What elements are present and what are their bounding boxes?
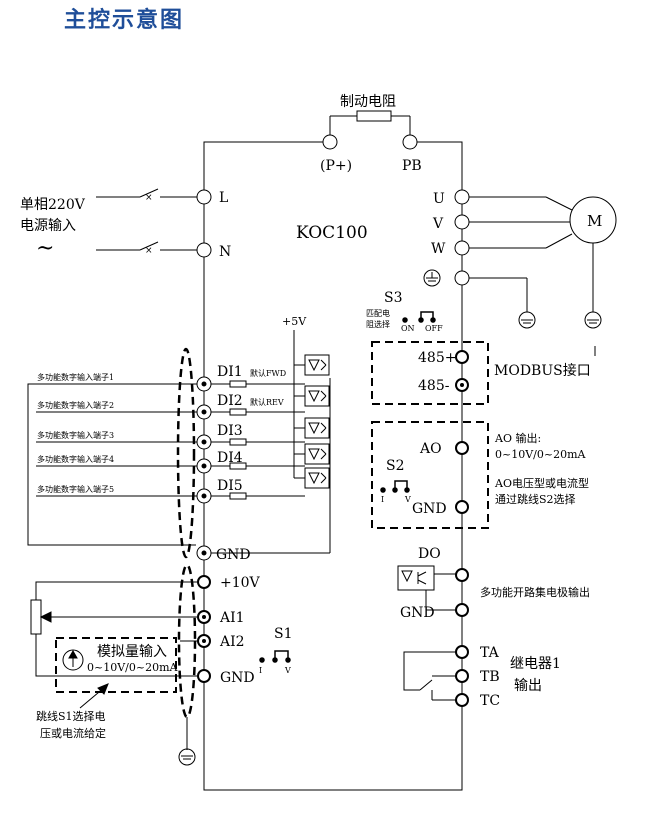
drive-enclosure bbox=[203, 141, 463, 791]
power-input-line1: 单相220V bbox=[20, 197, 86, 213]
analog-input-line1: 模拟量输入 bbox=[97, 644, 167, 660]
ao-desc-line1: AO 输出: bbox=[494, 431, 541, 445]
relay-terminals bbox=[455, 645, 469, 707]
s1-label: S1 bbox=[274, 626, 293, 642]
terminal-485-neg: 485- bbox=[418, 378, 450, 394]
terminal-do-gnd: GND bbox=[400, 605, 435, 621]
di5-source: 多功能数字输入端子5 bbox=[37, 484, 114, 494]
terminal-ao: AO bbox=[419, 441, 442, 457]
ao-desc-line3: AO电压型或电流型 bbox=[494, 476, 589, 490]
analog-wiring bbox=[30, 581, 197, 677]
di4-source: 多功能数字输入端子4 bbox=[37, 454, 114, 464]
s1-jumper bbox=[259, 650, 291, 663]
terminal-plus10v: +10V bbox=[220, 575, 261, 591]
s1-pole-i: I bbox=[259, 666, 262, 675]
terminal-tb: TB bbox=[480, 669, 500, 685]
ground-icon bbox=[423, 269, 441, 287]
s3-jumper bbox=[402, 311, 436, 323]
svg-text:×: × bbox=[145, 246, 153, 256]
ao-box bbox=[371, 421, 489, 529]
terminal-analog-gnd: GND bbox=[220, 670, 255, 686]
s3-on: ON bbox=[401, 324, 415, 333]
ac-symbol: ~ bbox=[36, 236, 54, 261]
terminal-p-plus: (P+) bbox=[320, 158, 352, 174]
analog-note-line1: 跳线S1选择电 bbox=[36, 709, 106, 723]
analog-input-box bbox=[55, 637, 177, 693]
terminal-l: L bbox=[219, 190, 228, 206]
s2-pole-v: V bbox=[404, 495, 411, 504]
terminal-di3: DI3 bbox=[217, 423, 243, 439]
ao-desc-line4: 通过跳线S2选择 bbox=[495, 492, 576, 506]
ground-icon bbox=[178, 717, 196, 766]
s3-desc-line1: 匹配电 bbox=[366, 308, 390, 318]
brake-resistor bbox=[322, 110, 418, 150]
analog-note-line2: 压或电流给定 bbox=[40, 726, 106, 740]
ao-terminals bbox=[455, 441, 469, 514]
s2-label: S2 bbox=[386, 458, 405, 474]
terminal-di5: DI5 bbox=[217, 478, 243, 494]
modbus-terminals bbox=[455, 350, 469, 392]
page-title: 主控示意图 bbox=[64, 8, 185, 33]
motor-label: M bbox=[587, 212, 602, 230]
s3-desc-line2: 阻选择 bbox=[366, 319, 390, 329]
terminal-u: U bbox=[433, 191, 445, 207]
svg-text:×: × bbox=[145, 193, 153, 203]
terminal-di1: DI1 bbox=[217, 364, 243, 380]
terminal-pb: PB bbox=[402, 158, 422, 174]
di3-source: 多功能数字输入端子3 bbox=[37, 430, 114, 440]
do-terminals bbox=[455, 568, 469, 617]
terminal-di2: DI2 bbox=[217, 393, 243, 409]
relay-label-line1: 继电器1 bbox=[510, 656, 561, 672]
terminal-gnd-di: GND bbox=[216, 547, 251, 563]
plus5v-bus bbox=[293, 330, 305, 479]
relay-wiring bbox=[403, 651, 456, 701]
ground-icon bbox=[584, 311, 602, 329]
terminal-ai2: AI2 bbox=[219, 634, 245, 650]
di1-source: 多功能数字输入端子1 bbox=[37, 372, 114, 382]
terminal-ao-gnd: GND bbox=[412, 501, 447, 517]
terminal-ai1: AI1 bbox=[219, 610, 245, 626]
terminal-w: W bbox=[431, 241, 446, 257]
di2-default: 默认REV bbox=[250, 397, 284, 407]
relay-label-line2: 输出 bbox=[514, 678, 542, 694]
di-rows bbox=[27, 376, 331, 561]
terminal-485-pos: 485+ bbox=[418, 350, 456, 366]
s2-pole-i: I bbox=[381, 495, 384, 504]
do-wiring bbox=[397, 565, 456, 611]
modbus-box bbox=[371, 341, 489, 405]
power-input-line2: 电源输入 bbox=[20, 218, 76, 234]
analog-input-line2: 0~10V/0~20mA bbox=[87, 661, 179, 674]
terminal-v: V bbox=[432, 216, 444, 232]
terminal-n: N bbox=[219, 244, 231, 260]
s2-jumper bbox=[380, 480, 410, 493]
terminal-tc: TC bbox=[480, 693, 500, 709]
ao-desc-line2: 0~10V/0~20mA bbox=[495, 448, 587, 461]
s3-label: S3 bbox=[384, 290, 403, 306]
model-label: KOC100 bbox=[296, 223, 368, 243]
note-arrow bbox=[79, 683, 109, 709]
plus5v-label: +5V bbox=[282, 315, 307, 328]
do-desc: 多功能开路集电极输出 bbox=[480, 585, 590, 599]
motor-output-wiring bbox=[454, 189, 617, 312]
analog-terminals bbox=[197, 575, 211, 683]
terminal-ta: TA bbox=[480, 645, 500, 661]
do-label: DO bbox=[418, 546, 441, 562]
s3-off: OFF bbox=[425, 324, 443, 333]
power-input-wiring bbox=[96, 188, 212, 258]
ground-icon bbox=[518, 311, 536, 329]
s1-pole-v: V bbox=[284, 666, 291, 675]
di1-default: 默认FWD bbox=[250, 368, 286, 378]
brake-resistor-label: 制动电阻 bbox=[340, 94, 396, 110]
modbus-label: MODBUS接口 bbox=[494, 362, 591, 379]
current-source-icon bbox=[62, 649, 84, 671]
di2-source: 多功能数字输入端子2 bbox=[37, 400, 114, 410]
terminal-di4: DI4 bbox=[217, 450, 243, 466]
optocoupler-icons bbox=[304, 354, 330, 489]
switch-contacts: × × bbox=[145, 193, 153, 256]
di-group-ellipse bbox=[176, 347, 196, 559]
